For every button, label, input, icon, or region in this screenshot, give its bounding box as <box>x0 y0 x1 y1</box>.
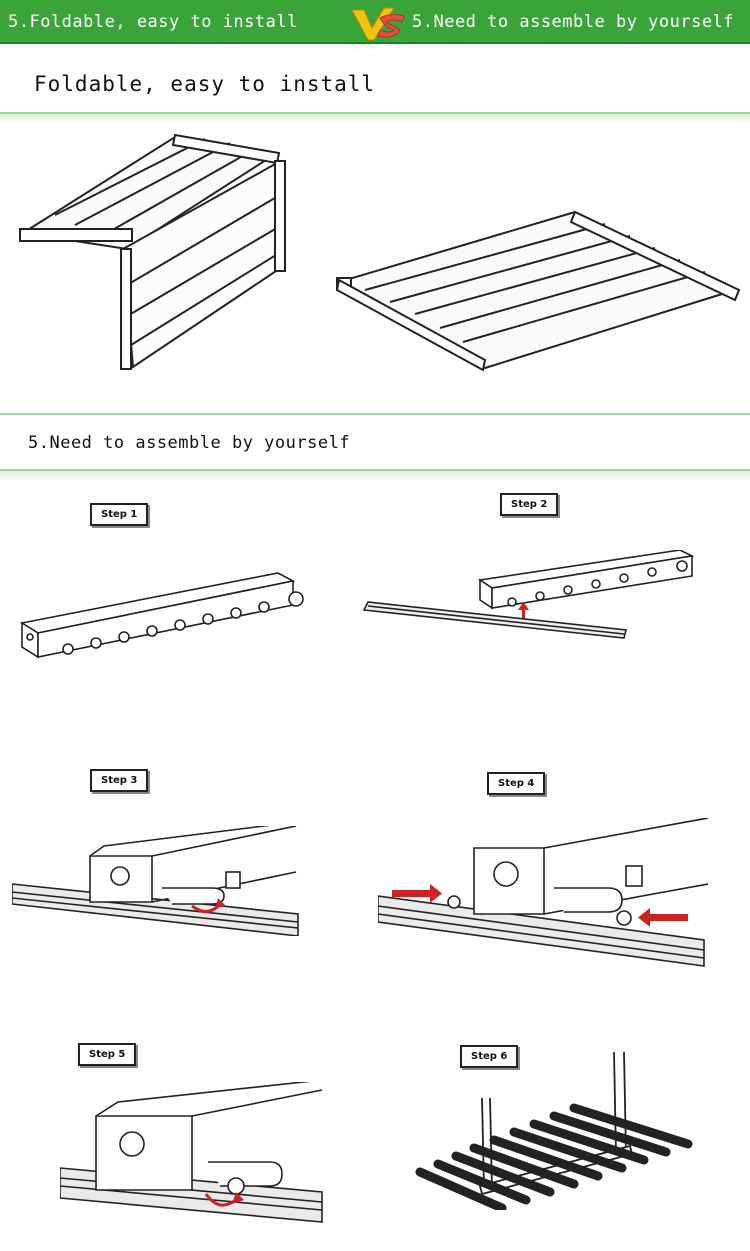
header-fade <box>0 471 750 481</box>
section-assemble-title: 5.Need to assemble by yourself <box>28 433 351 453</box>
step-5-illustration <box>60 1082 323 1223</box>
banner-right-text: 5.Need to assemble by yourself <box>412 12 735 32</box>
step-3-label: Step 3 <box>90 769 149 792</box>
banner-left-text: 5.Foldable, easy to install <box>8 12 298 32</box>
step-3-illustration <box>12 826 299 936</box>
vs-logo-text: VS <box>350 4 352 5</box>
top-banner: 5.Foldable, easy to install VS 5.Need to… <box>0 0 750 44</box>
step-1-label: Step 1 <box>90 503 149 526</box>
step-2-illustration <box>362 550 695 639</box>
folded-light-illustration <box>19 133 287 370</box>
section-assemble-header: 5.Need to assemble by yourself <box>0 413 750 471</box>
step-4-illustration <box>378 818 708 967</box>
unfolded-light-illustration <box>335 210 741 372</box>
step-6-illustration <box>415 1051 693 1210</box>
step-6-label: Step 6 <box>460 1045 519 1068</box>
step-2-label: Step 2 <box>500 493 559 516</box>
step-1-illustration <box>19 572 304 659</box>
header-fade <box>0 114 750 124</box>
section-foldable-title: Foldable, easy to install <box>34 72 376 96</box>
section-foldable-header: Foldable, easy to install <box>0 52 750 114</box>
step-5-label: Step 5 <box>78 1043 137 1066</box>
vs-logo: VS <box>350 4 405 41</box>
step-4-label: Step 4 <box>487 772 546 795</box>
